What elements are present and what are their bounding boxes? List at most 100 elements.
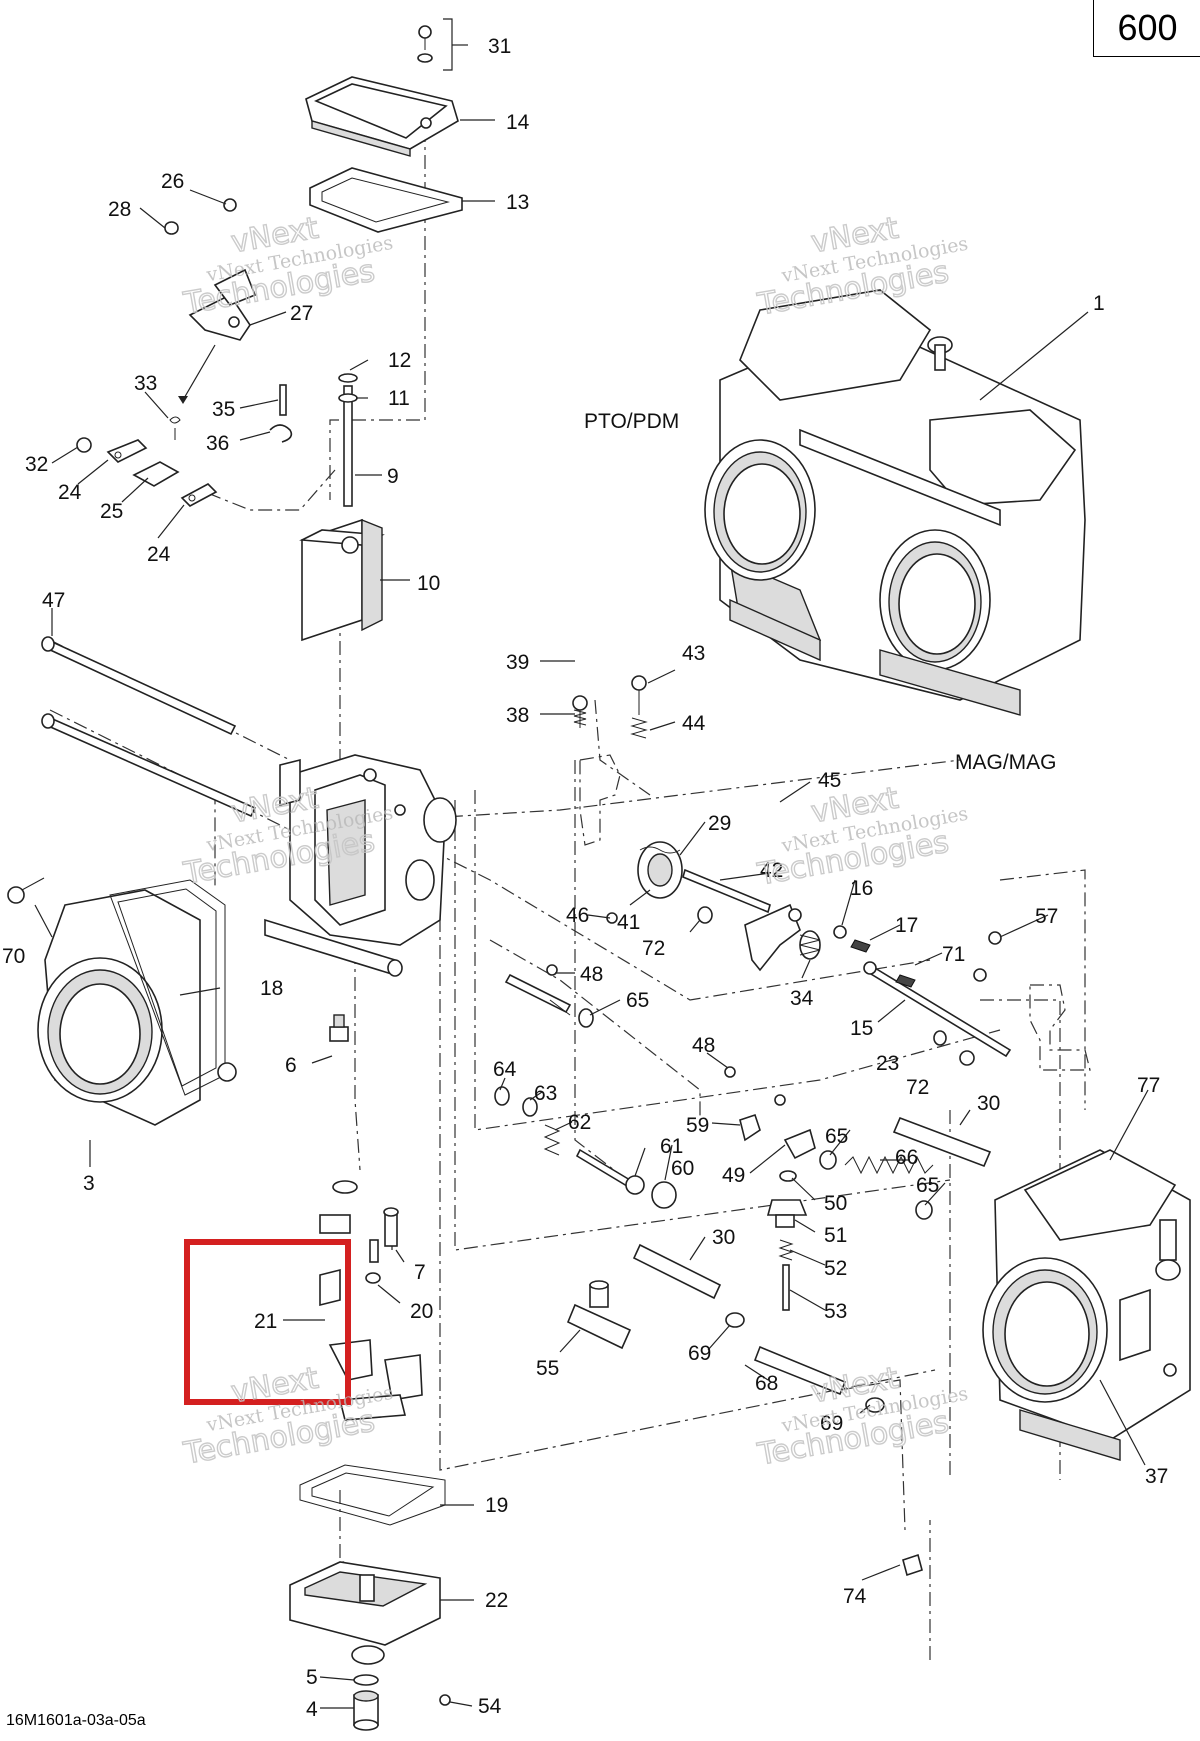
callout-label[interactable]: 36 [206, 432, 229, 455]
callout-label[interactable]: 65 [626, 989, 649, 1012]
callout-label[interactable]: 48 [580, 963, 603, 986]
callout-label[interactable]: 25 [100, 500, 123, 523]
callout-label[interactable]: 29 [708, 812, 731, 835]
callout-label[interactable]: 46 [566, 904, 589, 927]
callout-label[interactable]: 47 [42, 589, 65, 612]
spring-33 [169, 416, 181, 440]
callout-label[interactable]: 24 [147, 543, 171, 566]
callout-label[interactable]: 33 [134, 372, 157, 395]
callout-label[interactable]: 19 [485, 1494, 508, 1517]
callout-label[interactable]: 51 [824, 1224, 847, 1247]
callout-label[interactable]: 27 [290, 302, 313, 325]
callout-label[interactable]: 13 [506, 191, 529, 214]
callout-label[interactable]: 39 [506, 651, 529, 674]
callout-label[interactable]: 43 [682, 642, 705, 665]
callout-label[interactable]: 63 [534, 1082, 557, 1105]
callout-label[interactable]: 59 [686, 1114, 709, 1137]
callout-label[interactable]: 21 [254, 1310, 277, 1333]
callout-label[interactable]: 15 [850, 1017, 873, 1040]
spring-66 [844, 1155, 934, 1175]
callout-label[interactable]: 1 [1093, 292, 1105, 315]
jet-7 [383, 1207, 399, 1247]
callout-label[interactable]: 23 [876, 1052, 899, 1075]
callout-label[interactable]: 70 [2, 945, 25, 968]
callout-label[interactable]: 72 [906, 1076, 929, 1099]
callout-label[interactable]: 24 [58, 481, 82, 504]
tee-55 [566, 1280, 632, 1350]
callout-label[interactable]: 53 [824, 1300, 847, 1323]
rods-30 [632, 1116, 992, 1396]
callout-label[interactable]: 61 [660, 1135, 683, 1158]
callout-label[interactable]: 37 [1145, 1465, 1168, 1488]
screw-54 [439, 1694, 451, 1706]
callout-label[interactable]: 16 [850, 877, 873, 900]
callout-label[interactable]: 50 [824, 1192, 847, 1215]
callout-label[interactable]: 69 [820, 1412, 843, 1435]
callout-label[interactable]: 17 [895, 914, 918, 937]
highlight-box [184, 1239, 351, 1405]
callout-label[interactable]: 32 [25, 453, 48, 476]
callout-label[interactable]: 20 [410, 1300, 433, 1323]
callout-label[interactable]: 77 [1137, 1074, 1160, 1097]
callout-label[interactable]: 11 [388, 387, 410, 410]
callout-label[interactable]: 28 [108, 198, 131, 221]
linkage-59-49 [724, 1066, 816, 1160]
callout-label[interactable]: 52 [824, 1257, 847, 1280]
callout-label[interactable]: 74 [843, 1585, 867, 1608]
callout-label[interactable]: 71 [942, 943, 965, 966]
pin-plates-24-25 [76, 437, 218, 507]
throttle-shaft-42 [682, 868, 802, 972]
callout-label[interactable]: 18 [260, 977, 283, 1000]
callout-label[interactable]: 4 [306, 1698, 318, 1721]
callout-labels: 1 3 4 5 6 7 9 10 11 12 13 14 15 16 17 18… [2, 35, 1168, 1721]
spring-29 [637, 841, 683, 899]
enrichener-50-53 [766, 1170, 808, 1311]
callout-label[interactable]: 14 [506, 111, 530, 134]
shaft-15 [863, 961, 1012, 1058]
callout-label[interactable]: 65 [916, 1174, 939, 1197]
mag-label: MAG/MAG [955, 751, 1057, 774]
fitting-6 [329, 1014, 349, 1042]
carburetor-body [264, 754, 457, 977]
callout-label[interactable]: 38 [506, 704, 529, 727]
screw-31 [417, 25, 433, 63]
callout-label[interactable]: 6 [285, 1054, 297, 1077]
callout-label[interactable]: 34 [790, 987, 814, 1010]
callout-label[interactable]: 55 [536, 1357, 559, 1380]
callout-label[interactable]: 12 [388, 349, 411, 372]
idle-screw-61-62 [543, 1124, 645, 1195]
callout-label[interactable]: 48 [692, 1034, 715, 1057]
callout-label[interactable]: 30 [712, 1226, 735, 1249]
callout-label[interactable]: 22 [485, 1589, 508, 1612]
callout-label[interactable]: 41 [617, 911, 640, 934]
screw-16-17 [833, 925, 871, 953]
callout-label[interactable]: 7 [414, 1261, 426, 1284]
callout-label[interactable]: 49 [722, 1164, 745, 1187]
callout-label[interactable]: 54 [478, 1695, 502, 1718]
callout-label[interactable]: 57 [1035, 905, 1058, 928]
callout-label[interactable]: 26 [161, 170, 184, 193]
callout-label[interactable]: 66 [895, 1146, 918, 1169]
callout-label[interactable]: 10 [417, 572, 440, 595]
callout-label[interactable]: 5 [306, 1666, 318, 1689]
lever-assembly-27 [164, 198, 257, 404]
callout-label[interactable]: 31 [488, 35, 511, 58]
callout-label[interactable]: 42 [760, 859, 783, 882]
diagram-number-box: 600 [1093, 0, 1200, 57]
callout-label[interactable]: 44 [682, 712, 706, 735]
callout-label[interactable]: 60 [671, 1157, 694, 1180]
callout-label[interactable]: 72 [642, 937, 665, 960]
callout-label[interactable]: 30 [977, 1092, 1000, 1115]
callout-label[interactable]: 9 [387, 465, 399, 488]
callout-label[interactable]: 64 [493, 1058, 517, 1081]
callout-label[interactable]: 69 [688, 1342, 711, 1365]
callout-label[interactable]: 45 [818, 769, 841, 792]
callout-label[interactable]: 68 [755, 1372, 778, 1395]
callout-label[interactable]: 35 [212, 398, 235, 421]
drain-plug-4-5 [353, 1674, 379, 1731]
callout-label[interactable]: 62 [568, 1111, 591, 1134]
callout-label[interactable]: 65 [825, 1125, 848, 1148]
callout-label[interactable]: 3 [83, 1172, 95, 1195]
leader-lines [34, 18, 1149, 1709]
